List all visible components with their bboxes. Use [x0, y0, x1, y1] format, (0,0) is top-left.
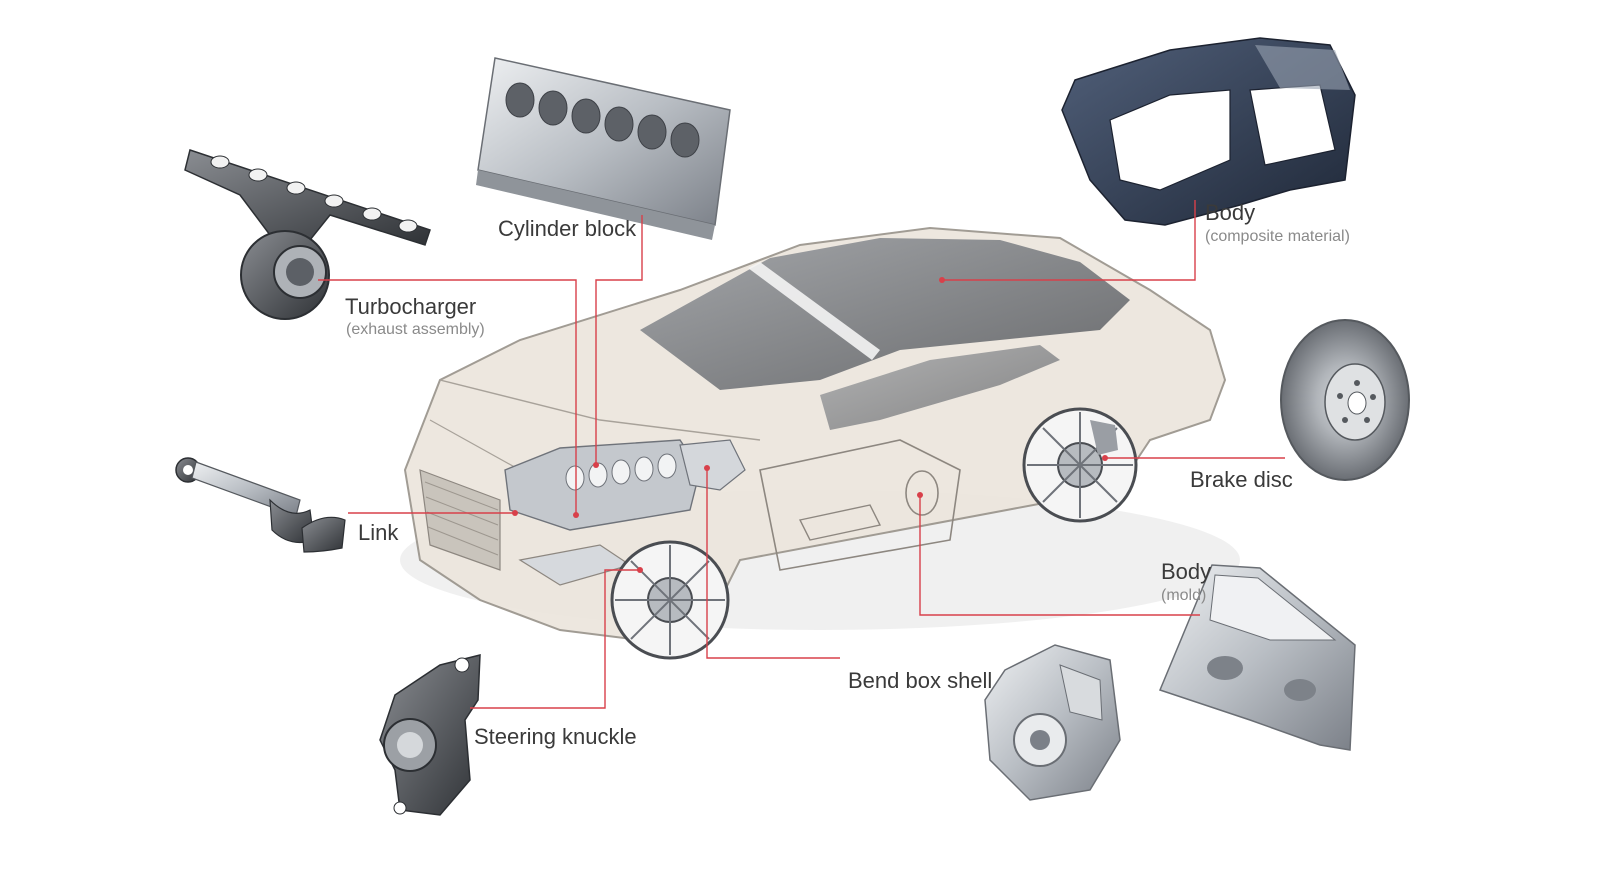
- leader-body-mold: [919, 495, 1200, 616]
- leader-dots: [512, 277, 1108, 573]
- label-body-composite: Body: [1205, 200, 1256, 225]
- label-cylinder-block: Cylinder block: [498, 216, 637, 241]
- brake-disc-image: [1280, 319, 1410, 481]
- leader-cylinder-block: [595, 215, 643, 465]
- leader-lines: [318, 200, 1285, 709]
- steering-knuckle-image: [379, 654, 481, 816]
- label-body-mold: Body: [1161, 559, 1212, 584]
- turbocharger-image: [184, 149, 431, 320]
- link-image: [175, 457, 346, 553]
- label-link: Link: [358, 520, 399, 545]
- label-steering-knuckle: Steering knuckle: [474, 724, 637, 749]
- label-body-composite-sub: (composite material): [1205, 228, 1350, 245]
- leader-bend-box-shell: [706, 468, 840, 659]
- bend-box-shell-image: [984, 644, 1121, 801]
- label-bend-box-shell: Bend box shell: [848, 668, 993, 693]
- label-brake-disc: Brake disc: [1190, 467, 1293, 492]
- body-composite-image: [1061, 37, 1356, 226]
- leader-body-composite: [942, 200, 1196, 281]
- label-turbocharger: Turbocharger: [345, 294, 477, 319]
- cylinder-block-image: [476, 57, 731, 240]
- body-mold-image: [1158, 564, 1356, 751]
- label-body-mold-sub: (mold): [1161, 587, 1207, 604]
- label-turbocharger-sub: (exhaust assembly): [346, 321, 485, 338]
- leader-turbocharger: [318, 279, 577, 515]
- leader-steering-knuckle: [470, 569, 640, 709]
- car-body: [400, 226, 1240, 660]
